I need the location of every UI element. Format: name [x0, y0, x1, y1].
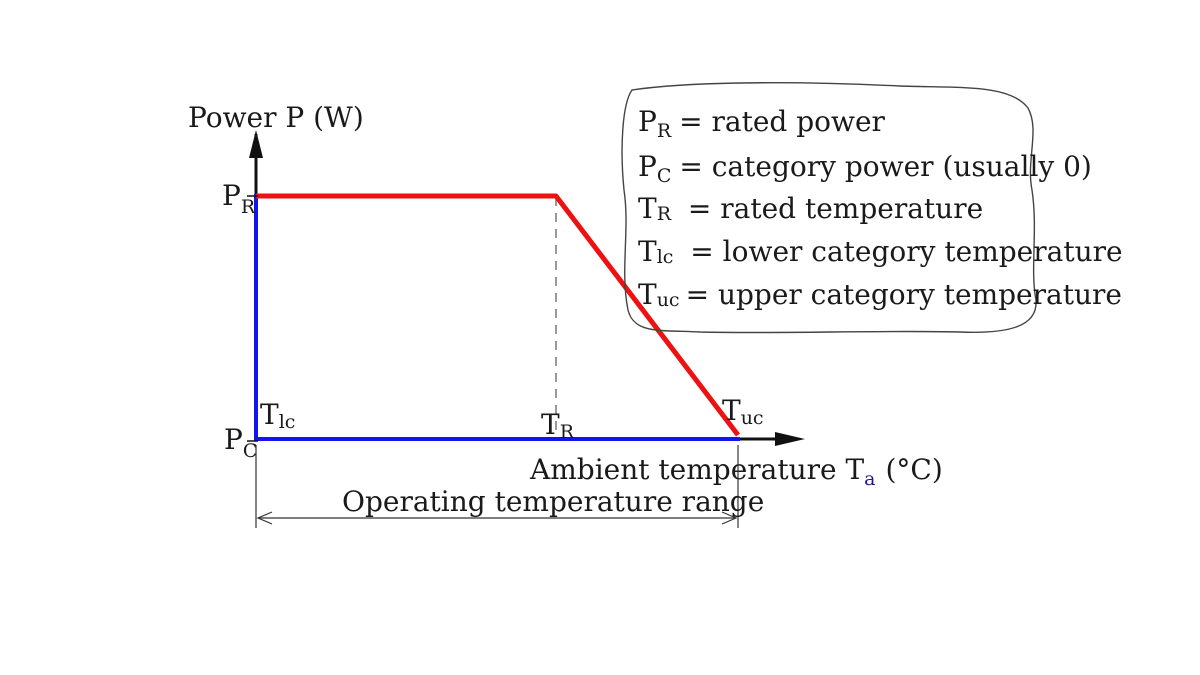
legend-item-tr: TR = rated temperature	[638, 192, 983, 225]
legend-item-pc: PC= category power (usually 0)	[638, 150, 1092, 187]
tr-label: TR	[541, 408, 575, 443]
legend: PR= rated power PC= category power (usua…	[638, 105, 1123, 311]
range-right-arrowhead	[721, 511, 738, 525]
x-axis-label: Ambient temperature Ta(°C)	[529, 453, 943, 490]
tuc-label: Tuc	[722, 394, 764, 429]
operating-range-label: Operating temperature range	[342, 485, 764, 518]
x-axis-arrowhead	[775, 432, 805, 446]
legend-item-pr: PR= rated power	[638, 105, 886, 142]
legend-item-tlc: Tlc = lower category temperature	[638, 235, 1123, 268]
range-left-arrowhead	[256, 511, 273, 525]
y-axis-arrowhead	[249, 130, 263, 158]
legend-item-tuc: Tuc= upper category temperature	[638, 278, 1122, 311]
tlc-label: Tlc	[260, 398, 295, 433]
y-axis-label: Power P (W)	[188, 101, 364, 134]
derating-curve	[256, 193, 740, 437]
pc-label: PC	[224, 423, 257, 462]
pr-label: PR	[222, 179, 256, 218]
legend-box	[621, 82, 1037, 334]
